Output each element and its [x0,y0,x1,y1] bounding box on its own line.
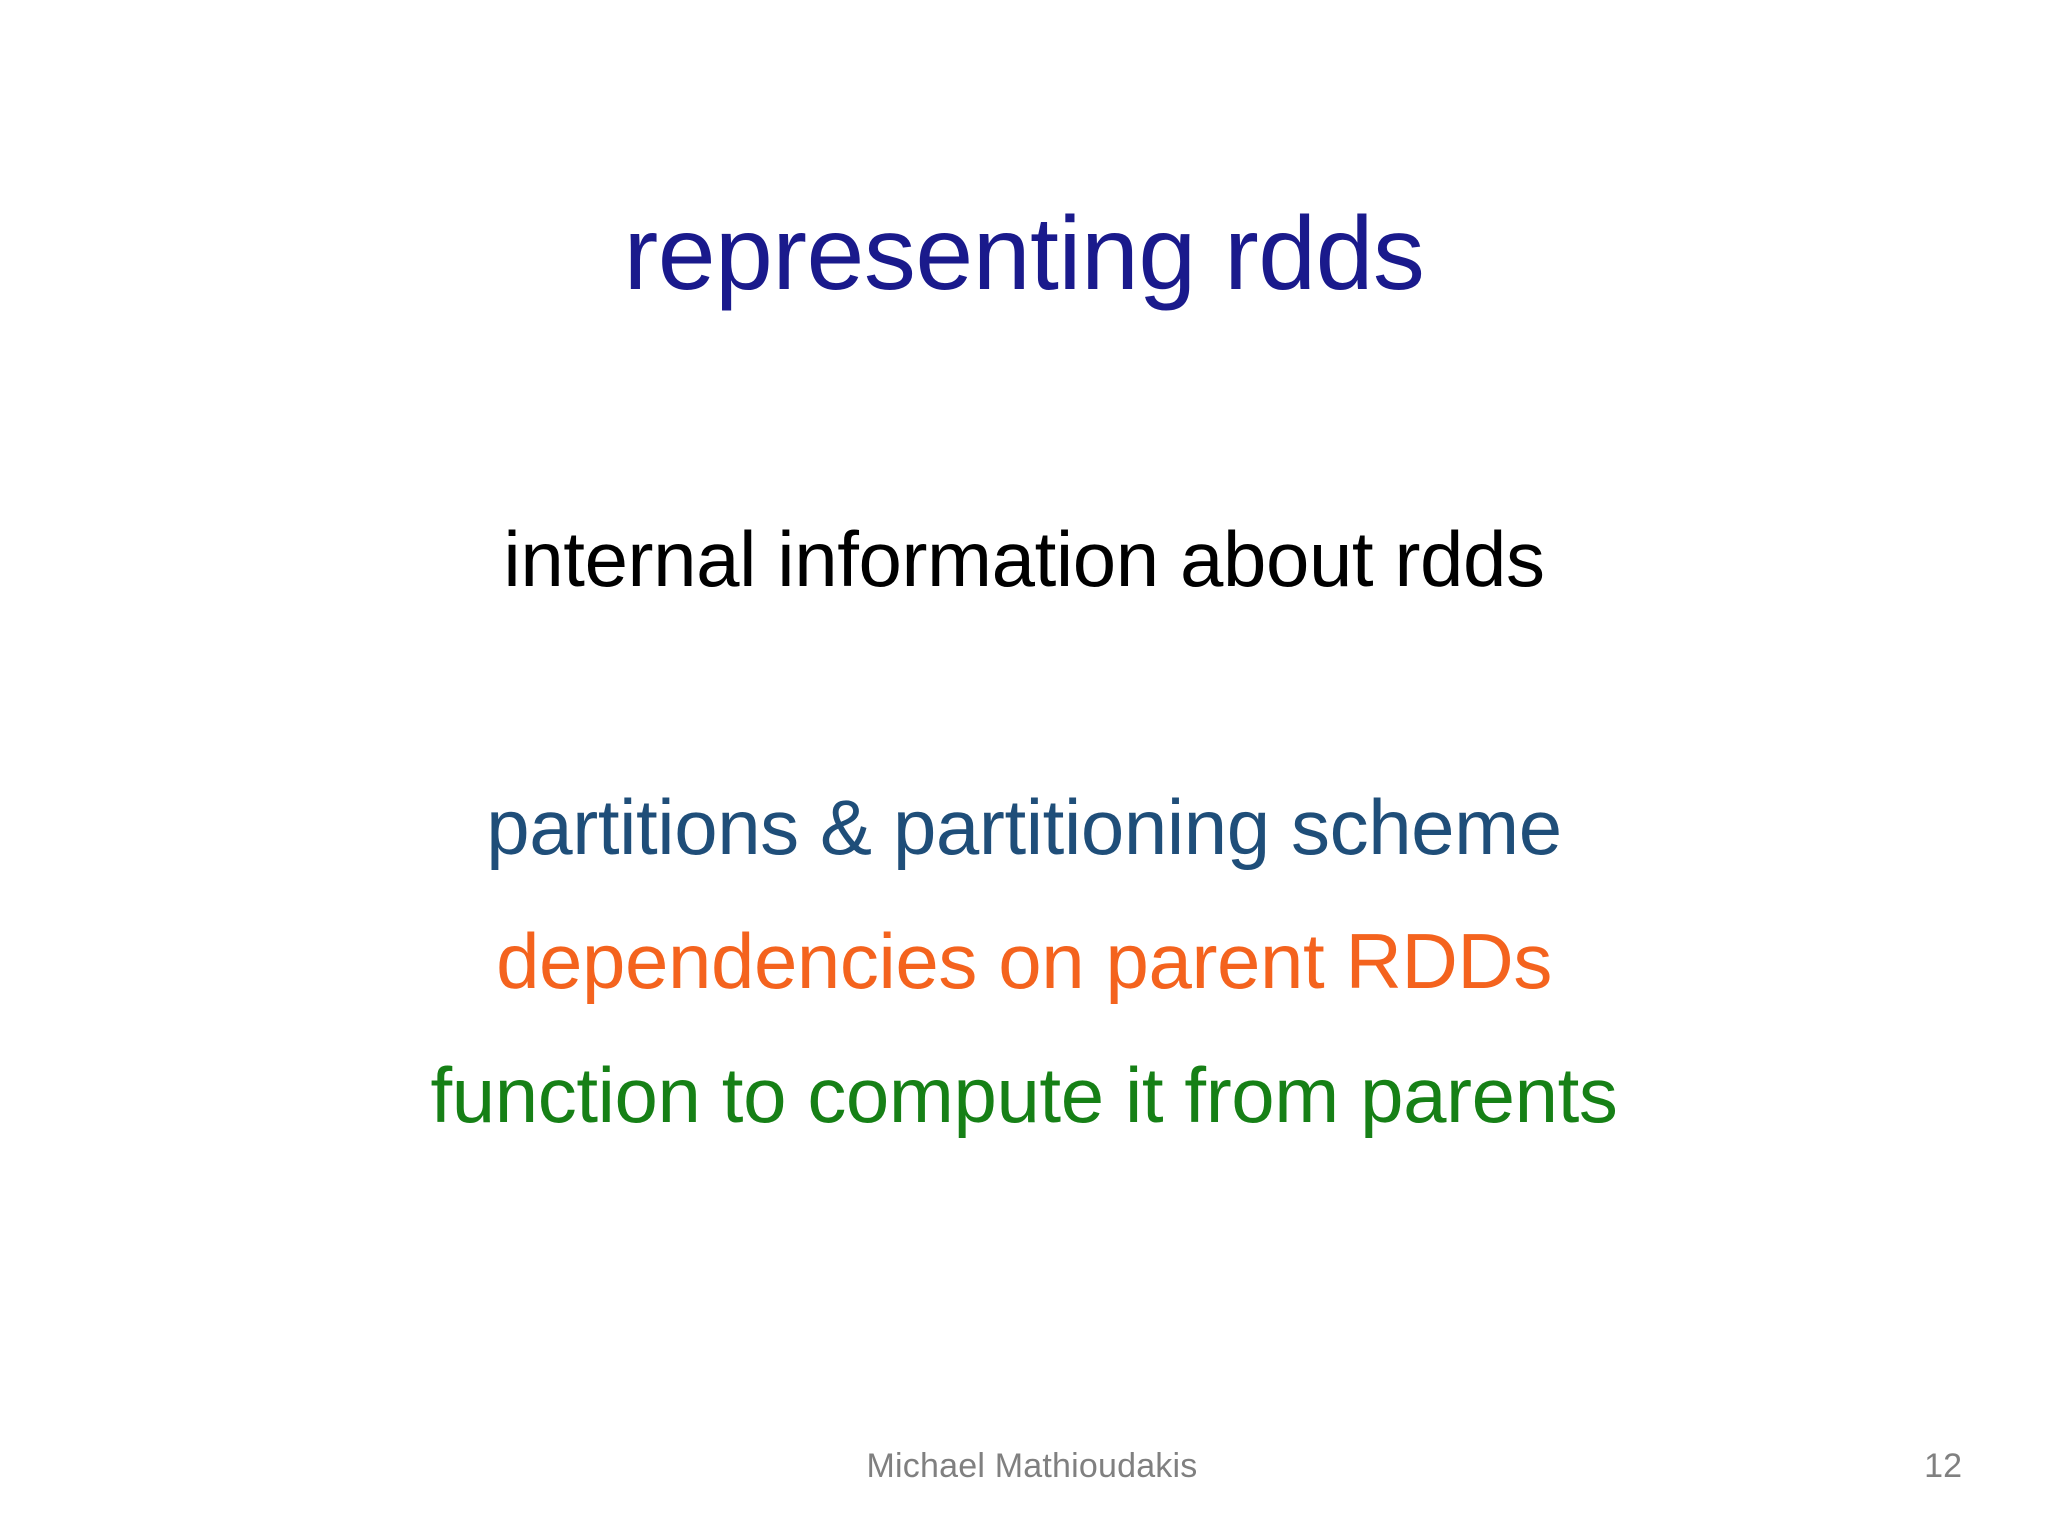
page-title: representing rdds [623,195,1425,312]
body-line-partitions: partitions & partitioning scheme [486,783,1562,872]
slide-footer: Michael Mathioudakis 12 [0,1444,2048,1504]
slide-body: internal information about rdds partitio… [0,492,2048,1163]
footer-author: Michael Mathioudakis [866,1447,1198,1485]
body-line-dependencies: dependencies on parent RDDs [496,917,1552,1006]
body-line-spacer [0,626,2048,760]
body-line-function: function to compute it from parents [430,1051,1618,1140]
footer-page-number: 12 [1924,1447,1962,1485]
body-line-subtitle: internal information about rdds [503,515,1545,603]
